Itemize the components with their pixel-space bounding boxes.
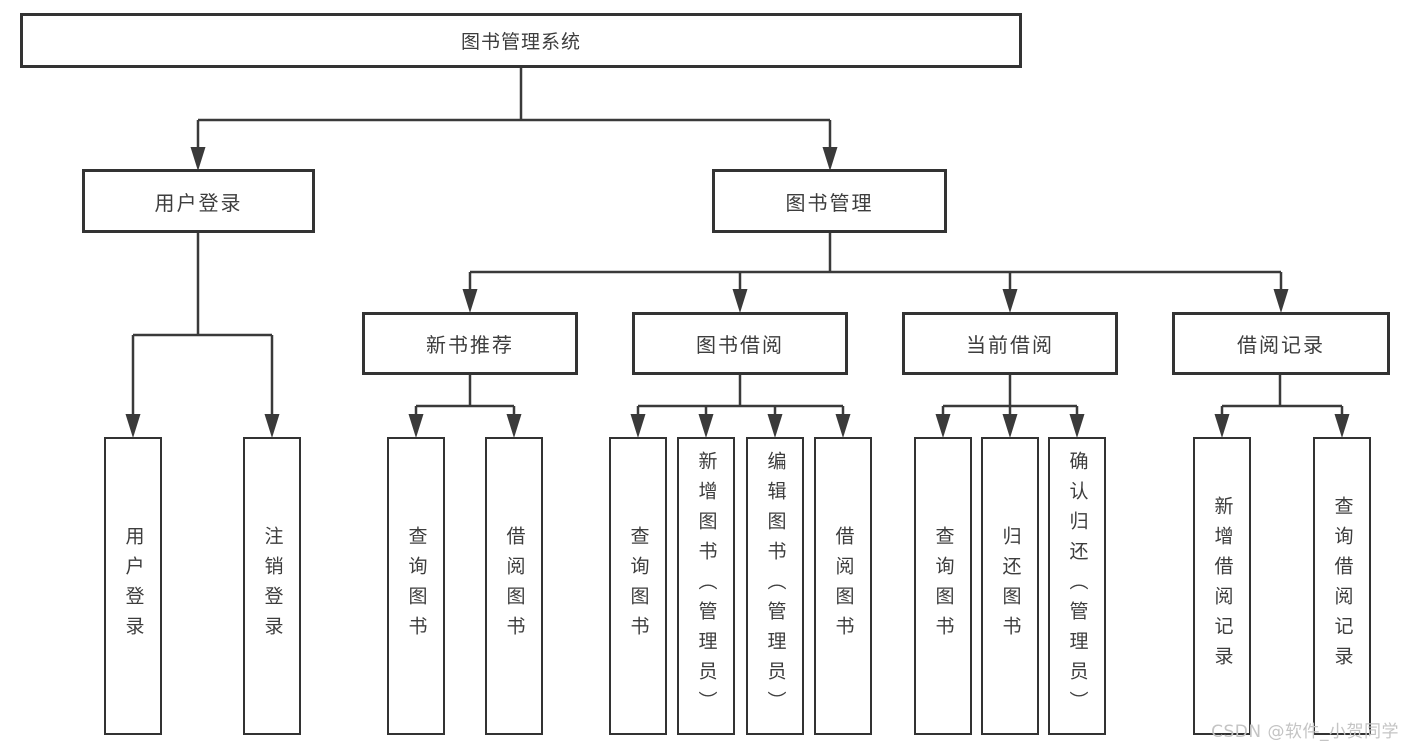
leaf-logout: 注销登录 <box>243 437 301 735</box>
leaf-recommend-query-book: 查询图书 <box>387 437 445 735</box>
leaf-records-add-record: 新增借阅记录 <box>1193 437 1251 735</box>
leaf-recommend-borrow-book: 借阅图书 <box>485 437 543 735</box>
leaf-borrow-borrow-book: 借阅图书 <box>814 437 872 735</box>
node-current-borrow: 当前借阅 <box>902 312 1118 375</box>
leaf-records-query-record: 查询借阅记录 <box>1313 437 1371 735</box>
node-user-login: 用户登录 <box>82 169 315 233</box>
leaf-borrow-add-book-admin: 新增图书（管理员） <box>677 437 735 735</box>
node-book-management: 图书管理 <box>712 169 947 233</box>
leaf-borrow-query-book: 查询图书 <box>609 437 667 735</box>
node-borrow-records: 借阅记录 <box>1172 312 1390 375</box>
node-new-book-recommend: 新书推荐 <box>362 312 578 375</box>
leaf-current-return-book: 归还图书 <box>981 437 1039 735</box>
connector-lines <box>131 68 1344 415</box>
node-library-system: 图书管理系统 <box>20 13 1022 68</box>
leaf-current-query-book: 查询图书 <box>914 437 972 735</box>
leaf-user-login: 用户登录 <box>104 437 162 735</box>
leaf-borrow-edit-book-admin: 编辑图书（管理员） <box>746 437 804 735</box>
node-book-borrow: 图书借阅 <box>632 312 848 375</box>
connector-arrowheads <box>125 147 1350 438</box>
leaf-current-confirm-return-admin: 确认归还（管理员） <box>1048 437 1106 735</box>
csdn-watermark: CSDN @软件_小贺同学 <box>1211 722 1399 742</box>
